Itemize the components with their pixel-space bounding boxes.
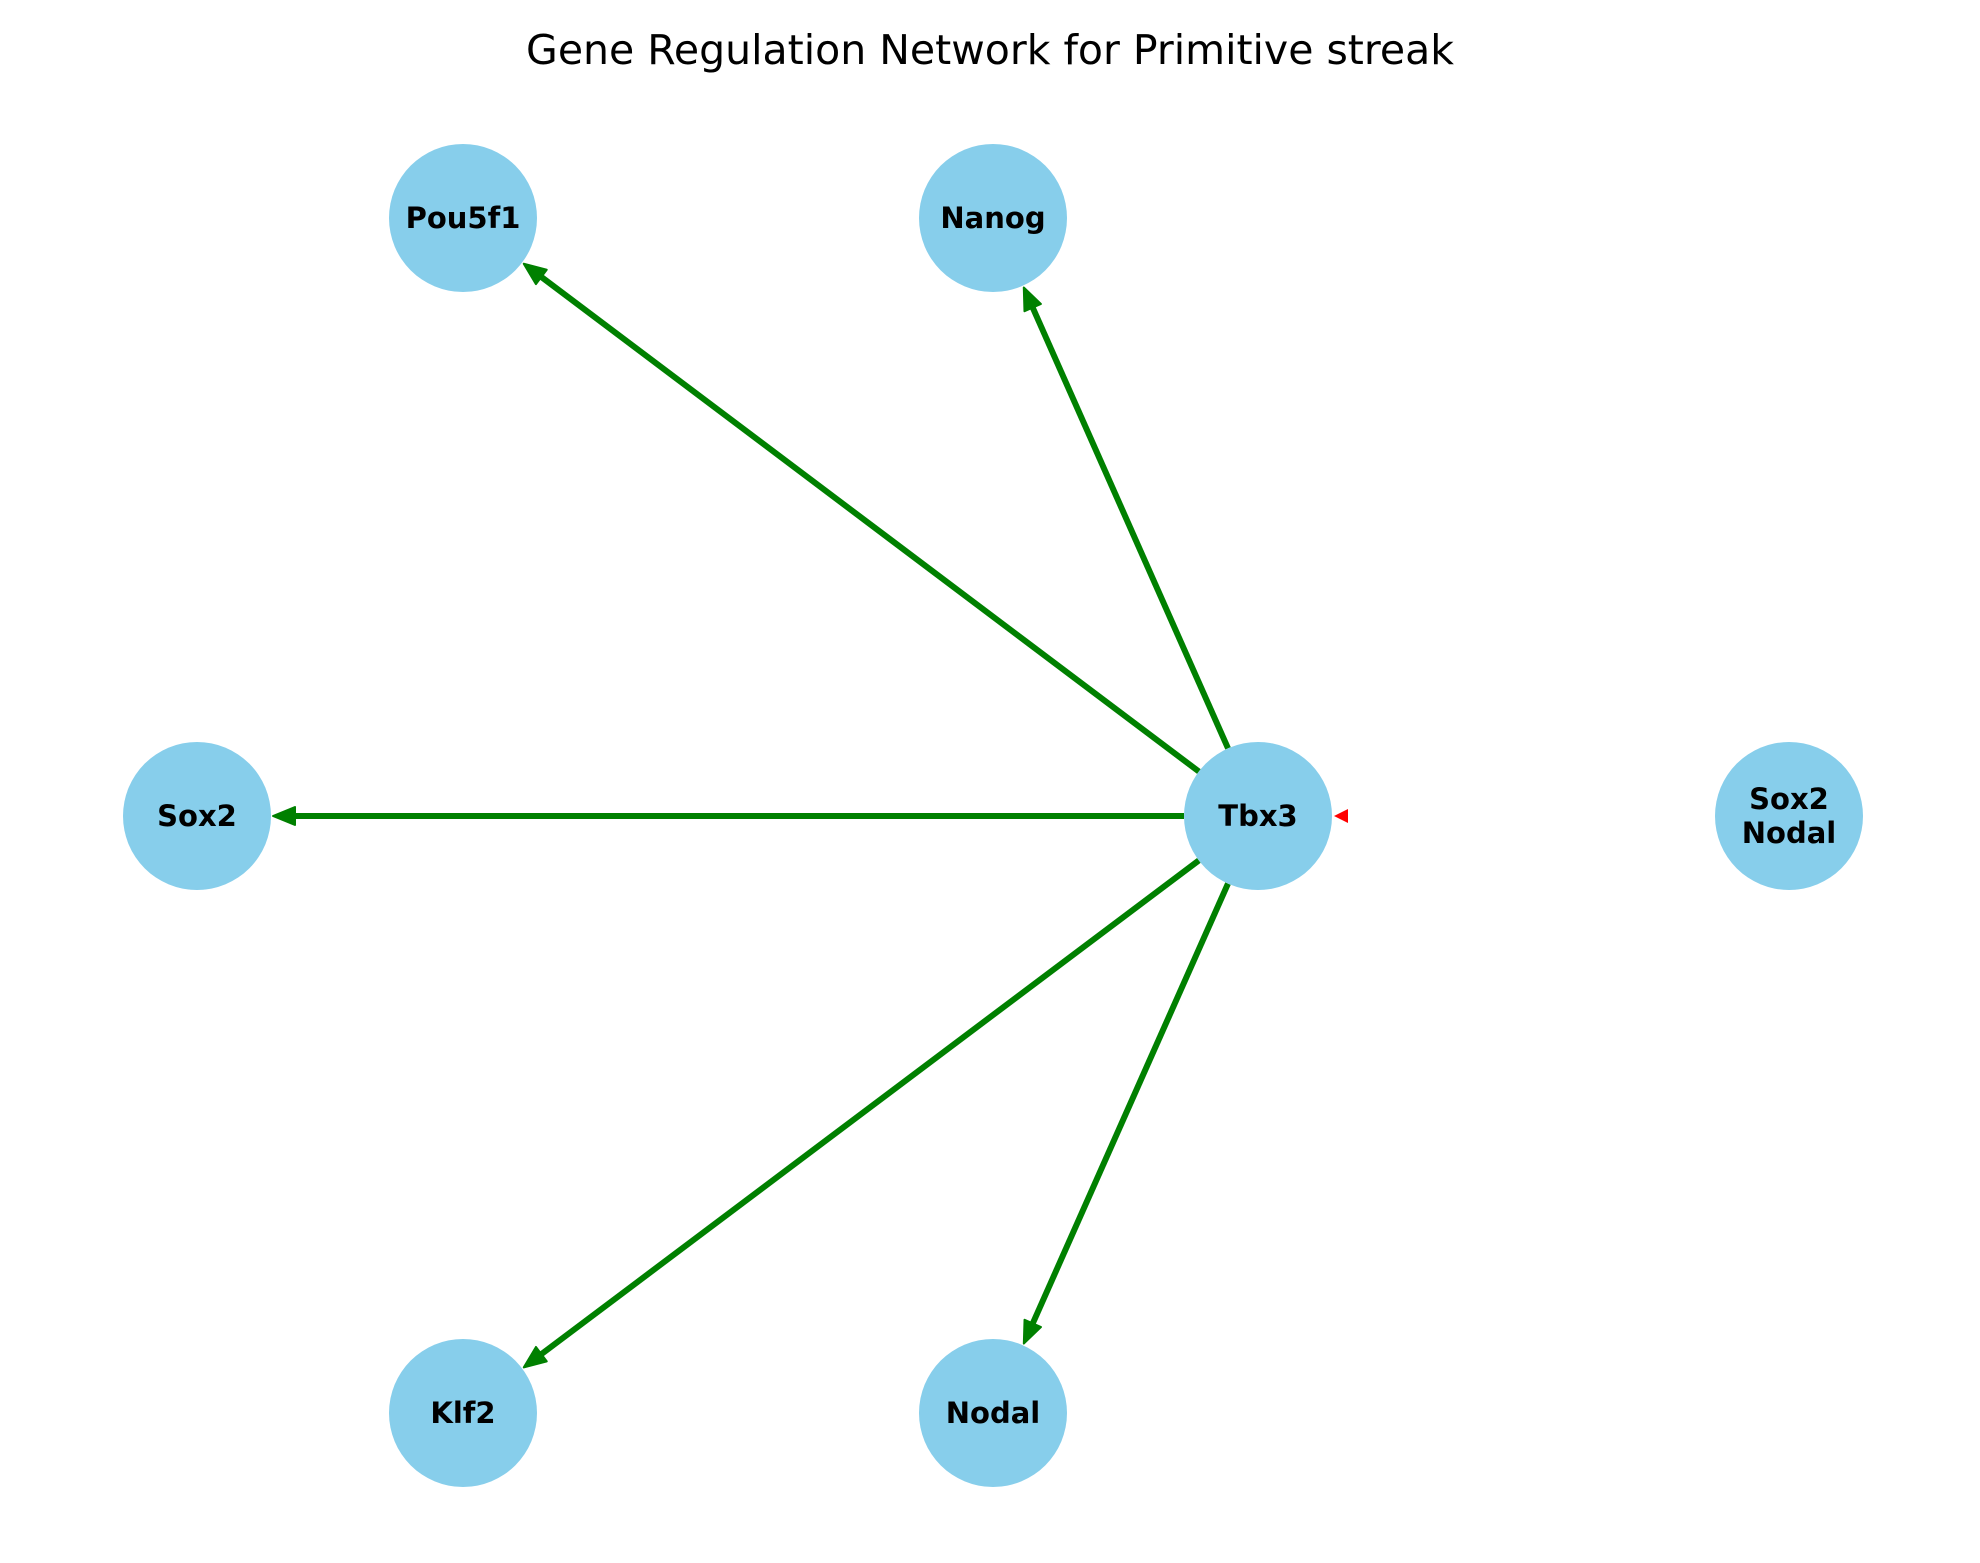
node-label: Sox2 [157,799,237,833]
arrowhead [1022,1318,1042,1345]
node-nodal: Nodal [919,1339,1067,1487]
node-sox2: Sox2 [123,742,271,890]
node-klf2: Klf2 [389,1339,537,1487]
edge-line [1023,291,1231,750]
node-pou5f1: Pou5f1 [389,144,537,292]
edge-tbx3-to-klf2 [522,858,1201,1369]
node-label: Klf2 [430,1396,495,1430]
node-nanog: Nanog [919,144,1067,292]
node-label: Pou5f1 [406,201,521,235]
arrowhead [1022,286,1042,313]
arrowhead [522,262,548,286]
edge-tbx3-to-pou5f1 [522,262,1201,774]
edge-sox2-nodal-to-tbx3 [1334,809,1348,823]
edges-layer [272,262,1348,1369]
node-circle [1184,742,1332,890]
node-circle [389,1339,537,1487]
node-circle [919,144,1067,292]
node-label: Nodal [946,1396,1040,1430]
edge-tbx3-to-sox2 [272,806,1184,826]
node-tbx3: Tbx3 [1184,742,1332,890]
page-title: Gene Regulation Network for Primitive st… [526,26,1454,74]
node-label: Nodal [1742,816,1836,850]
edge-line [526,858,1201,1367]
arrowhead [522,1345,548,1369]
node-circle [919,1339,1067,1487]
node-circle [389,144,537,292]
node-circle [123,742,271,890]
edge-tbx3-to-nodal [1022,882,1231,1345]
edge-tbx3-to-nanog [1022,286,1231,750]
node-label: Sox2 [1749,782,1829,816]
edge-line [1023,882,1231,1340]
arrowhead [272,806,296,826]
edge-line [526,264,1201,774]
node-label: Tbx3 [1218,799,1297,833]
node-label: Nanog [940,201,1045,235]
node-circle [1715,742,1863,890]
